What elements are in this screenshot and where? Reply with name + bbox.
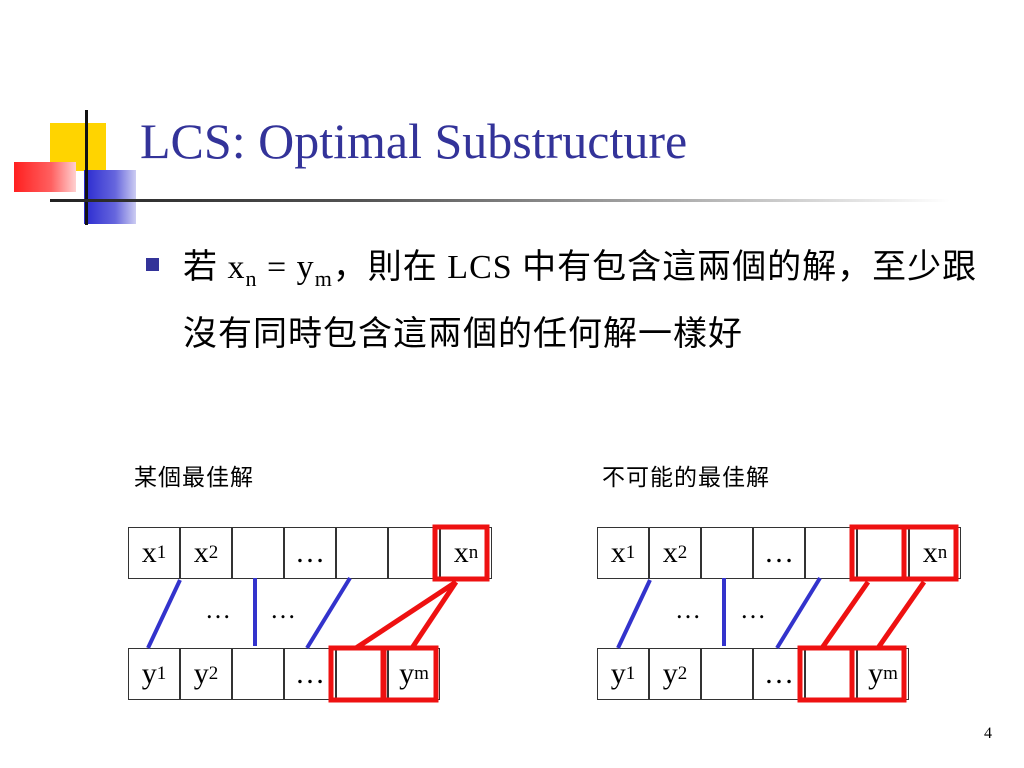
right-top-cell-label: x: [610, 536, 626, 569]
left-top-cell-label: x: [453, 536, 469, 569]
logo-blue-block: [84, 170, 136, 224]
right-highlight-line-0: [819, 580, 871, 650]
left-top-cell-subscript: 2: [208, 542, 219, 563]
left-bottom-cell-label: y: [141, 657, 157, 690]
right-highlight-line-1: [875, 580, 927, 650]
right-top-cell-5: [857, 527, 909, 579]
left-highlight-box-2: [381, 645, 439, 703]
left-top-cell-2: [232, 527, 284, 579]
left-top-cell-subscript: 1: [156, 542, 167, 563]
left-bottom-cell-subscript: 2: [208, 663, 219, 684]
right-match-line-2: [775, 576, 822, 650]
logo-vertical-line: [85, 110, 88, 225]
right-top-cell-4: [805, 527, 857, 579]
bullet-text: 若 xn = ym，則在 LCS 中有包含這兩個的解，至少跟沒有同時包含這兩個的…: [183, 240, 993, 363]
left-highlight-box-1: [328, 645, 386, 703]
bullet-text-part: ，則在 LCS 中有包含這兩個的解，至少跟沒有同時包含這兩個的任何解一樣好: [183, 249, 978, 353]
left-highlight-box-0: [432, 524, 490, 582]
left-bottom-cell-4: [336, 648, 388, 700]
right-highlight-box-0: [849, 524, 907, 582]
left-top-cell-subscript: n: [468, 542, 479, 563]
right-middle-dots-0: …: [675, 595, 701, 624]
right-top-cell-label: …: [764, 536, 794, 569]
right-top-cell-label: x: [922, 536, 938, 569]
bullet-text-part: 若 x: [183, 249, 246, 286]
left-bottom-cell-subscript: 1: [156, 663, 167, 684]
right-top-cell-2: [701, 527, 753, 579]
right-match-line-0: [616, 579, 652, 649]
bullet-text-part: = y: [257, 249, 315, 286]
right-top-cell-3: …: [753, 527, 805, 579]
slide-title: LCS: Optimal Substructure: [140, 113, 688, 169]
left-top-cell-label: x: [141, 536, 157, 569]
right-bottom-cell-label: y: [868, 657, 884, 690]
left-top-cell-label: x: [193, 536, 209, 569]
right-bottom-cell-subscript: 1: [625, 663, 636, 684]
right-bottom-cell-subscript: m: [883, 663, 898, 684]
left-top-cell-3: …: [284, 527, 336, 579]
page-number: 4: [984, 725, 992, 742]
right-bottom-cell-label: y: [662, 657, 678, 690]
left-bottom-cell-subscript: m: [414, 663, 429, 684]
right-top-cell-subscript: 1: [625, 542, 636, 563]
right-bottom-cell-subscript: 2: [677, 663, 688, 684]
right-top-cell-subscript: 2: [677, 542, 688, 563]
right-diagram-caption: 不可能的最佳解: [602, 465, 770, 490]
right-highlight-box-1: [901, 524, 959, 582]
left-top-cell-5: [388, 527, 440, 579]
left-bottom-cell-2: [232, 648, 284, 700]
bullet-marker: [146, 258, 159, 271]
right-highlight-box-2: [797, 645, 855, 703]
right-bottom-cell-label: y: [610, 657, 626, 690]
left-highlight-line-1: [409, 580, 459, 650]
right-highlight-box-3: [849, 645, 907, 703]
subscript: n: [245, 265, 258, 291]
left-match-line-0: [146, 579, 182, 649]
left-middle-dots-1: …: [270, 595, 296, 624]
left-top-cell-4: [336, 527, 388, 579]
left-bottom-cell-label: y: [193, 657, 209, 690]
logo-red-block: [14, 162, 76, 192]
left-match-line-2: [305, 576, 352, 650]
left-middle-dots-0: …: [205, 595, 231, 624]
left-highlight-line-0: [354, 579, 458, 651]
left-bottom-cell-3: …: [284, 648, 336, 700]
subscript: m: [314, 265, 333, 291]
left-top-cell-label: …: [295, 536, 325, 569]
left-diagram-caption: 某個最佳解: [134, 465, 254, 490]
left-bottom-cell-label: …: [295, 657, 325, 690]
left-bottom-cell-label: y: [399, 657, 415, 690]
right-top-cell-subscript: n: [937, 542, 948, 563]
title-underline: [50, 199, 950, 202]
right-middle-dots-1: …: [740, 595, 766, 624]
right-top-cell-label: x: [662, 536, 678, 569]
right-bottom-cell-label: …: [764, 657, 794, 690]
right-bottom-cell-2: [701, 648, 753, 700]
